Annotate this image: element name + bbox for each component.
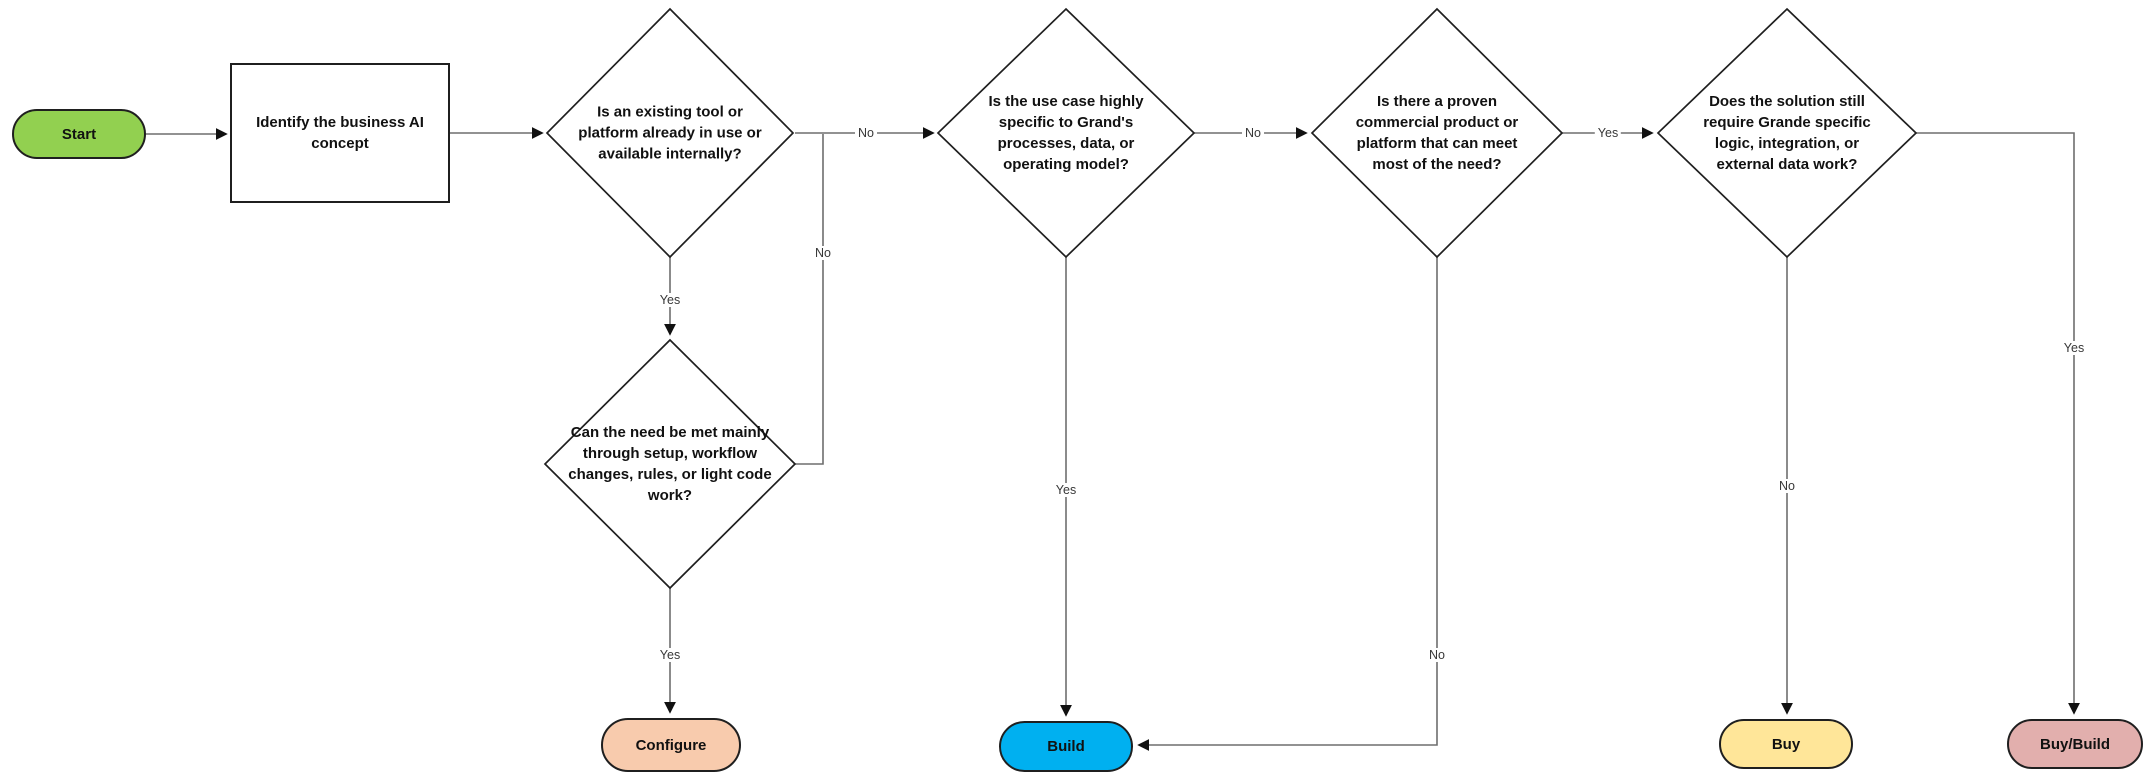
edge-label-use-case-yes: Yes	[1052, 483, 1080, 497]
decision-diamond-existing-tool	[545, 7, 795, 259]
edge-proven-product-no	[1137, 257, 1438, 751]
buy-build-label: Buy/Build	[2040, 735, 2110, 753]
decision-label-grande-specific: Does the solution still require Grande s…	[1703, 93, 1871, 173]
edge-label-use-case-no: No	[1242, 126, 1264, 140]
decision-label-existing-tool: Is an existing tool or platform already …	[578, 103, 762, 163]
edge-label-need-met-yes: Yes	[656, 648, 684, 662]
decision-label-proven-product: Is there a proven commercial product or …	[1355, 93, 1519, 173]
edge-label-grande-specific-no: No	[1776, 479, 1798, 493]
configure-label: Configure	[635, 736, 707, 754]
process-label: Identify the business AI concept	[256, 114, 424, 152]
terminal-buy-build: Buy/Build	[2007, 719, 2143, 769]
edge-label-proven-product-yes: Yes	[1594, 126, 1622, 140]
edge-label-grande-specific-yes: Yes	[2060, 341, 2088, 355]
terminal-configure: Configure	[601, 718, 741, 772]
edge-label-proven-product-no: No	[1426, 648, 1448, 662]
process-node: Identify the business AI concept	[230, 63, 450, 203]
edge-grande-specific-yes	[1916, 132, 2080, 715]
edge-label-existing-tool-no: No	[855, 126, 877, 140]
decision-diamond-need-met	[543, 338, 797, 590]
decision-diamond-grande-specific	[1656, 7, 1918, 259]
decision-diamond-use-case	[936, 7, 1196, 259]
start-label: Start	[61, 125, 97, 143]
start-node: Start	[12, 109, 146, 159]
decision-label-need-met: Can the need be met mainly through setup…	[568, 424, 772, 504]
decision-label-use-case: Is the use case highly specific to Grand…	[988, 93, 1144, 173]
buy-label: Buy	[1771, 735, 1801, 753]
edge-label-existing-tool-yes: Yes	[656, 293, 684, 307]
terminal-build: Build	[999, 721, 1133, 772]
decision-diamond-proven-product	[1310, 7, 1564, 259]
terminal-buy: Buy	[1719, 719, 1853, 769]
build-label: Build	[1047, 738, 1085, 755]
edge-label-need-met-no: No	[812, 246, 834, 260]
edge-need-met-no	[795, 134, 824, 465]
